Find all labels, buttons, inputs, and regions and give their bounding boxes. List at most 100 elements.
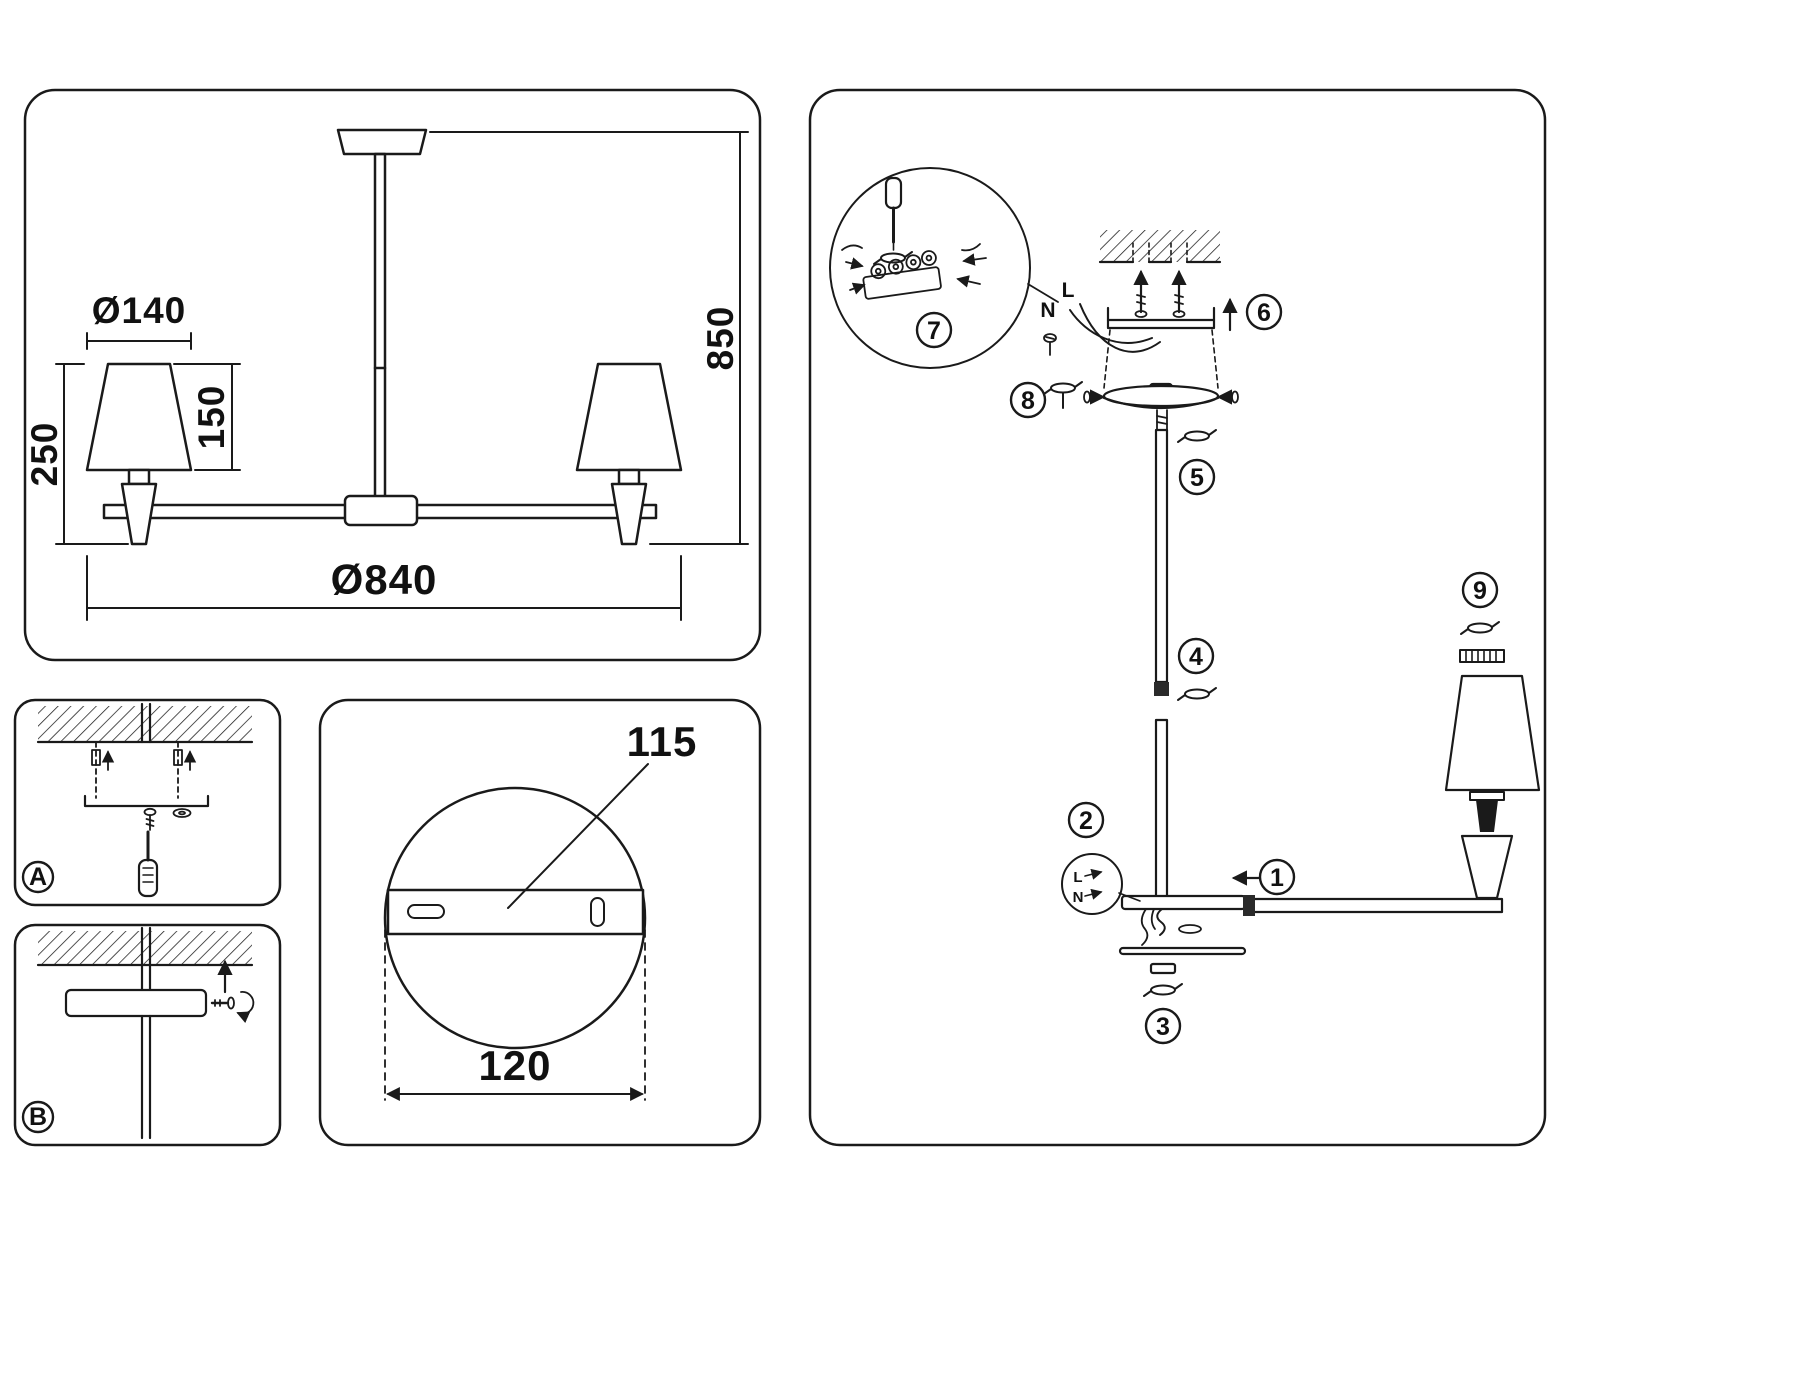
leader-line <box>507 763 649 909</box>
canopy-disc <box>383 786 647 1050</box>
arm <box>1243 895 1504 916</box>
step-7-badge <box>915 311 953 349</box>
dim-bracket-length: 115 <box>627 718 698 765</box>
panel-b-label: B <box>29 1103 47 1131</box>
shade-collar <box>1469 791 1505 801</box>
screw-icon <box>143 807 157 831</box>
rotate-icon <box>1176 686 1218 702</box>
mounting-bracket <box>1106 318 1216 330</box>
panel-a-label: A <box>29 863 47 891</box>
canopy <box>1102 382 1220 410</box>
step-8-number: 8 <box>1021 387 1035 415</box>
step-6-badge <box>1245 293 1283 331</box>
step-4-badge <box>1177 637 1215 675</box>
right-shade <box>575 362 683 472</box>
rotate-arrow-icon <box>236 991 255 1024</box>
step-1-badge <box>1258 858 1296 896</box>
step-9-number: 9 <box>1473 577 1487 605</box>
center-hub <box>343 494 419 527</box>
upper-rod <box>1154 428 1169 684</box>
arm-connector <box>1243 895 1255 916</box>
anchor-marks <box>91 741 197 799</box>
bracket-slot-right <box>590 897 605 927</box>
bracket-screw-icon <box>1171 269 1187 318</box>
right-neck <box>617 468 641 486</box>
step-9-badge <box>1461 571 1499 609</box>
panel-canopy-border <box>318 698 762 1147</box>
bracket-screw-icon <box>1133 269 1149 318</box>
step-3-badge <box>1144 1007 1182 1045</box>
left-neck <box>127 468 151 486</box>
dim-fixture-diameter: Ø840 <box>331 556 438 603</box>
step-5-badge <box>1178 458 1216 496</box>
panel-b-badge <box>21 1100 55 1134</box>
step-2-badge <box>1067 801 1105 839</box>
wire-neutral-label: N <box>1040 299 1055 322</box>
ceiling-cup <box>336 128 428 156</box>
balloon-leader <box>1118 892 1141 902</box>
panel-step-a: A <box>13 698 282 907</box>
balloon-wire-neutral-label: N <box>1073 889 1084 906</box>
step-3-number: 3 <box>1156 1013 1170 1041</box>
washer-icon <box>1178 924 1202 934</box>
side-screw-icon <box>1216 389 1239 405</box>
panel-assembly-border <box>808 88 1547 1147</box>
terminal-block <box>862 250 942 300</box>
panel-a-badge <box>21 860 55 894</box>
wiring-balloon: L N <box>1061 853 1141 915</box>
lamp-socket <box>1476 800 1498 832</box>
dim-canopy-diameter: 120 <box>478 1042 551 1089</box>
down-rod <box>373 152 387 500</box>
ceiling-hatch <box>38 931 252 965</box>
panel-a-border <box>13 698 282 907</box>
step-6-number: 6 <box>1257 299 1271 327</box>
screwdriver-icon <box>884 176 903 251</box>
screw-icon <box>1043 333 1057 356</box>
panel-assembly: 7 N L <box>808 88 1547 1147</box>
side-screw-icon <box>210 991 255 1024</box>
arm-hub <box>1120 894 1247 946</box>
step-4-number: 4 <box>1189 643 1203 671</box>
step-1-number: 1 <box>1270 864 1284 892</box>
dim-lamp-height: 250 <box>24 422 65 487</box>
step-7-number: 7 <box>927 317 941 345</box>
left-cone <box>120 482 158 546</box>
ceiling-hatch <box>1100 230 1220 262</box>
side-screw-icon <box>1083 389 1106 405</box>
supply-wire <box>1079 303 1161 353</box>
step-2-number: 2 <box>1079 807 1093 835</box>
terminal-detail-balloon <box>829 167 1031 369</box>
dim-fixture-height: 850 <box>700 306 741 371</box>
dim-shade-diameter: Ø140 <box>92 290 187 331</box>
dim-shade-height: 150 <box>191 385 232 450</box>
wire-arrows <box>841 243 987 295</box>
fixture-front-view <box>85 128 683 546</box>
step-5-number: 5 <box>1190 464 1204 492</box>
ceiling-hatch <box>38 706 252 742</box>
wire-live-label: L <box>1062 279 1075 302</box>
balloon-wire-live-label: L <box>1073 869 1082 886</box>
washer-icon <box>172 808 192 818</box>
panel-canopy-detail: 115 120 <box>318 698 762 1147</box>
bottom-plate <box>1118 946 1247 956</box>
shade-ring <box>1459 649 1505 663</box>
finial-cap <box>1149 962 1177 975</box>
left-shade <box>85 362 193 472</box>
lower-rod <box>1154 718 1169 900</box>
step-8-badge <box>1009 381 1047 419</box>
hub-wire <box>1150 908 1156 930</box>
screwdriver-icon <box>137 830 159 898</box>
panel-b-border <box>13 923 282 1147</box>
dimension-lines <box>55 131 749 621</box>
rotate-icon <box>1459 620 1501 636</box>
bobeche-cone <box>1460 834 1514 900</box>
supply-wire <box>1069 309 1153 344</box>
rod-coupler <box>1154 682 1169 696</box>
balloon-leader <box>1027 283 1059 303</box>
lamp-shade <box>1444 674 1541 792</box>
rotate-icon <box>1176 428 1218 444</box>
bracket-slot-left <box>407 904 445 919</box>
canopy-plate <box>64 988 208 1018</box>
